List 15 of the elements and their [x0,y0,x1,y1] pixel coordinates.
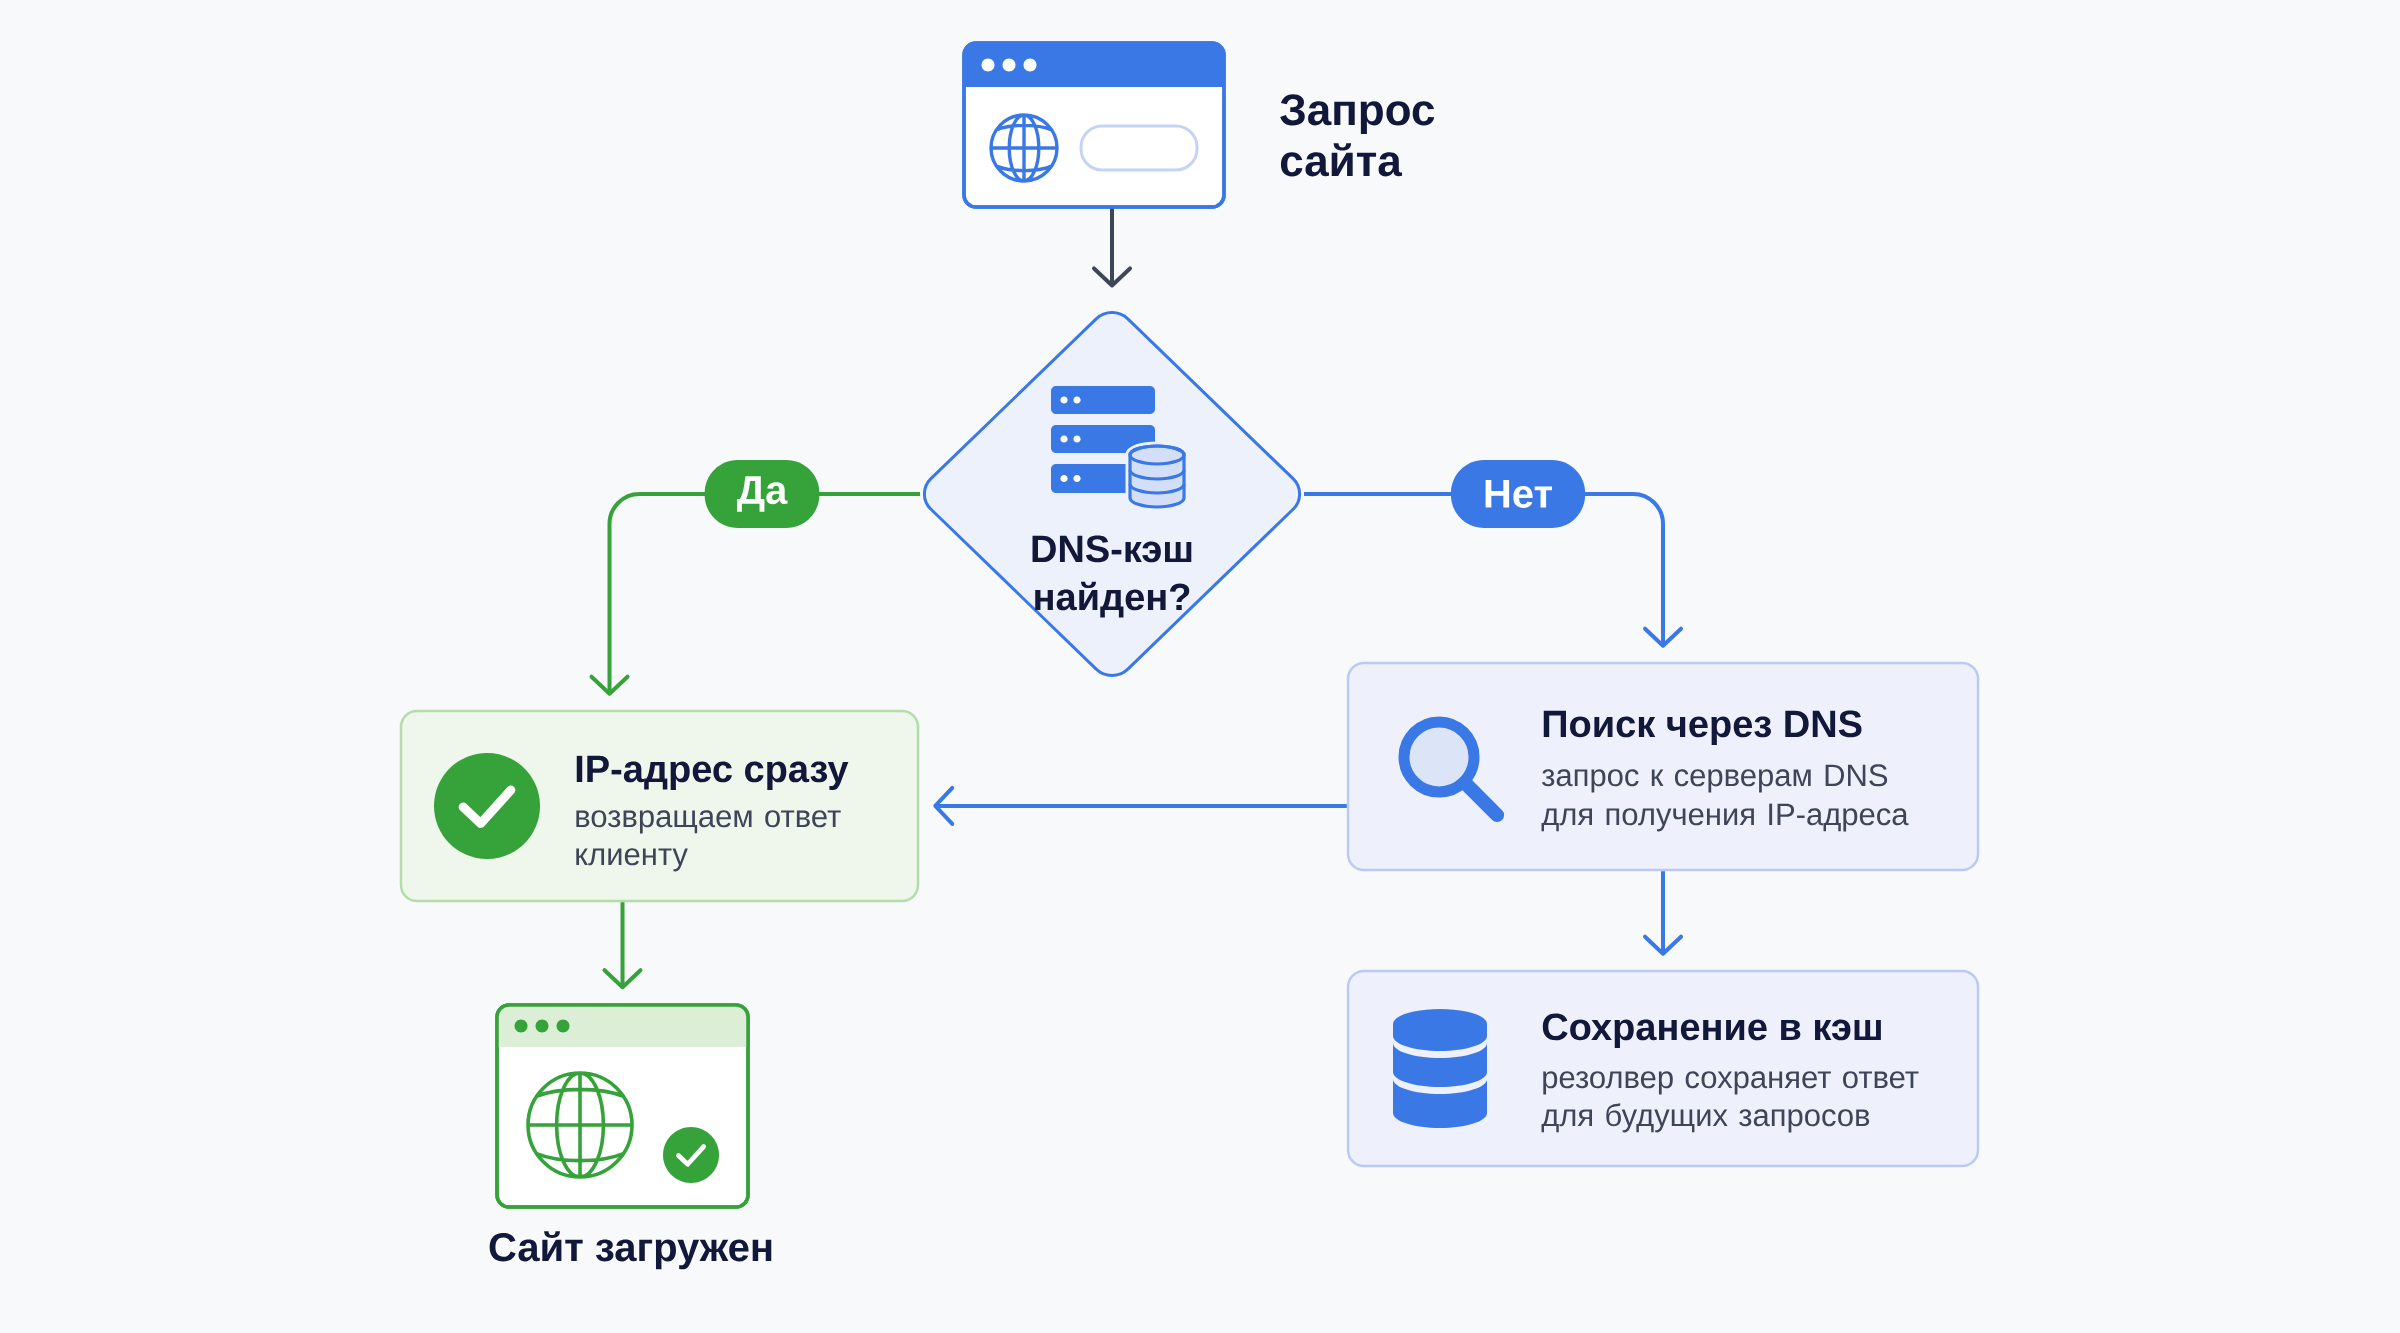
step-title: Сохранение в кэш [1542,1013,1881,1048]
step-description: возвращаем ответ клиенту [576,810,841,872]
step-title: Запрос сайта [1280,94,1435,177]
arrow [1092,208,1132,288]
decision-label: DNS-кэш найден? [1032,535,1192,618]
step-title: Сайт загружен [489,1231,772,1270]
step-description: запрос к серверам DNS для получения IP-адреса [1541,764,1909,832]
arrow [1643,871,1683,956]
arrow [602,902,643,990]
edge-label: Да [704,460,820,528]
arrow [933,786,1347,826]
step-title: Поиск через DNS [1543,710,1862,745]
step-description: резолвер сохраняет ответ для будущих запросов [1541,1071,1919,1133]
edge-label: Нет [1450,460,1586,528]
step-title: IP-адрес сразу [576,755,849,790]
